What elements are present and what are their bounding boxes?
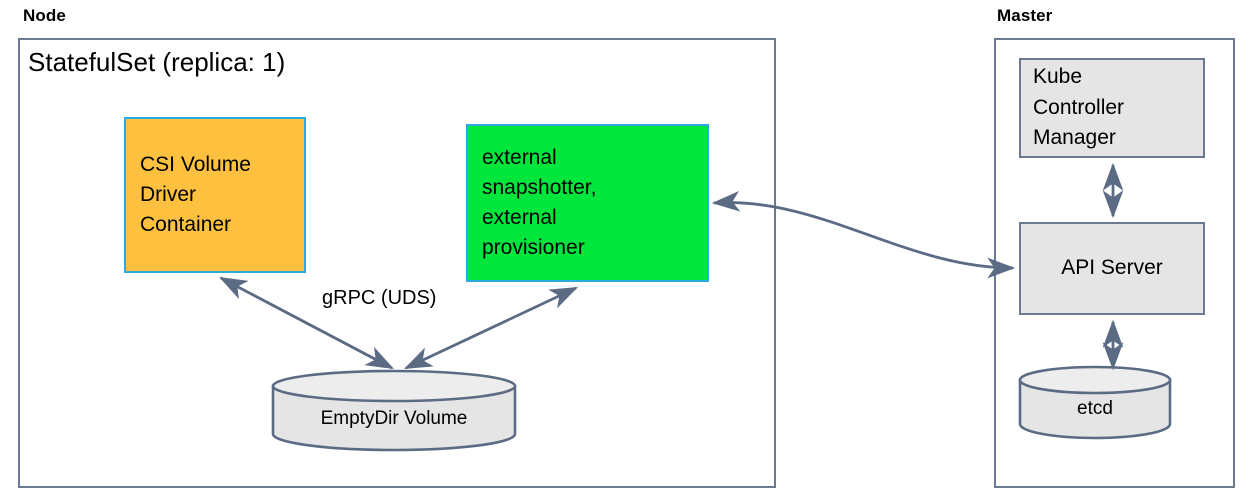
- emptydir-volume-cylinder[interactable]: [271, 369, 517, 454]
- api-server-box[interactable]: API Server: [1019, 222, 1205, 315]
- node-group-label: Node: [23, 6, 66, 25]
- csi-volume-driver-container-label: CSI Volume Driver Container: [140, 153, 251, 236]
- statefulset-title: StatefulSet (replica: 1): [28, 47, 286, 77]
- grpc-uds-edge-label: gRPC (UDS): [322, 287, 437, 309]
- emptydir-volume-body: [271, 384, 517, 452]
- etcd-top: [1018, 365, 1172, 395]
- emptydir-volume-label: EmptyDir Volume: [320, 408, 468, 429]
- etcd-label: etcd: [1077, 398, 1113, 419]
- csi-volume-driver-container-box[interactable]: CSI Volume Driver Container: [124, 117, 306, 273]
- etcd-cylinder[interactable]: [1018, 365, 1172, 442]
- kube-controller-manager-box[interactable]: Kube Controller Manager: [1019, 58, 1205, 158]
- etcd-body: [1018, 378, 1172, 440]
- emptydir-volume-top: [271, 369, 517, 403]
- master-group-label: Master: [997, 6, 1053, 25]
- external-snapshotter-provisioner-box[interactable]: external snapshotter, external provision…: [466, 124, 709, 282]
- api-server-label: API Server: [1061, 256, 1163, 280]
- external-snapshotter-provisioner-label: external snapshotter, external provision…: [482, 146, 597, 259]
- kube-controller-manager-label: Kube Controller Manager: [1033, 65, 1125, 150]
